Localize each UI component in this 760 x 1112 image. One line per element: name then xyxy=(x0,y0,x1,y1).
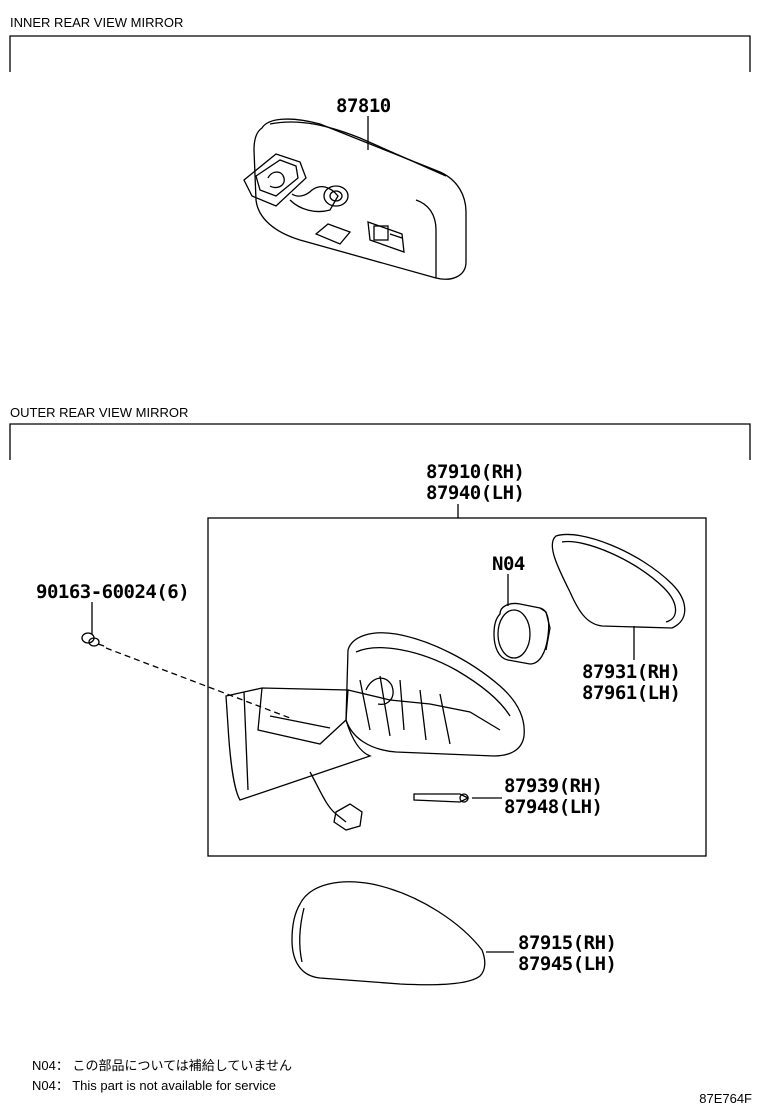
label-87940: 87940(LH) xyxy=(426,482,524,504)
note-english: N04： This part is not available for serv… xyxy=(32,1078,276,1093)
label-87915: 87915(RH) xyxy=(518,932,616,954)
label-87961: 87961(LH) xyxy=(582,682,680,704)
outer-section-bracket xyxy=(9,423,751,460)
diagram-code: 87E764F xyxy=(699,1091,752,1106)
label-87939: 87939(RH) xyxy=(504,775,602,797)
label-87810: 87810 xyxy=(336,95,391,117)
label-n04: N04 xyxy=(492,553,525,575)
mirror-glass-illustration xyxy=(551,533,686,629)
label-87948: 87948(LH) xyxy=(504,796,602,818)
n04-motor-illustration xyxy=(493,602,551,665)
screw-illustration xyxy=(81,632,105,647)
label-87945: 87945(LH) xyxy=(518,953,616,975)
note-japanese: N04： この部品については補給していません xyxy=(32,1058,293,1073)
screw-dashed-axis xyxy=(105,647,291,719)
inner-mirror-section-title: INNER REAR VIEW MIRROR xyxy=(10,15,184,30)
label-87931: 87931(RH) xyxy=(582,661,680,683)
turn-lamp-illustration xyxy=(413,793,470,803)
inner-mirror-illustration xyxy=(243,118,467,280)
mirror-cover-illustration xyxy=(291,881,486,986)
label-90163: 90163-60024(6) xyxy=(36,581,189,603)
mirror-body-illustration xyxy=(225,632,525,831)
outer-mirror-section-title: OUTER REAR VIEW MIRROR xyxy=(10,405,189,420)
mirror-assembly-box xyxy=(207,517,707,857)
inner-section-bracket xyxy=(9,35,751,72)
label-87910: 87910(RH) xyxy=(426,461,524,483)
